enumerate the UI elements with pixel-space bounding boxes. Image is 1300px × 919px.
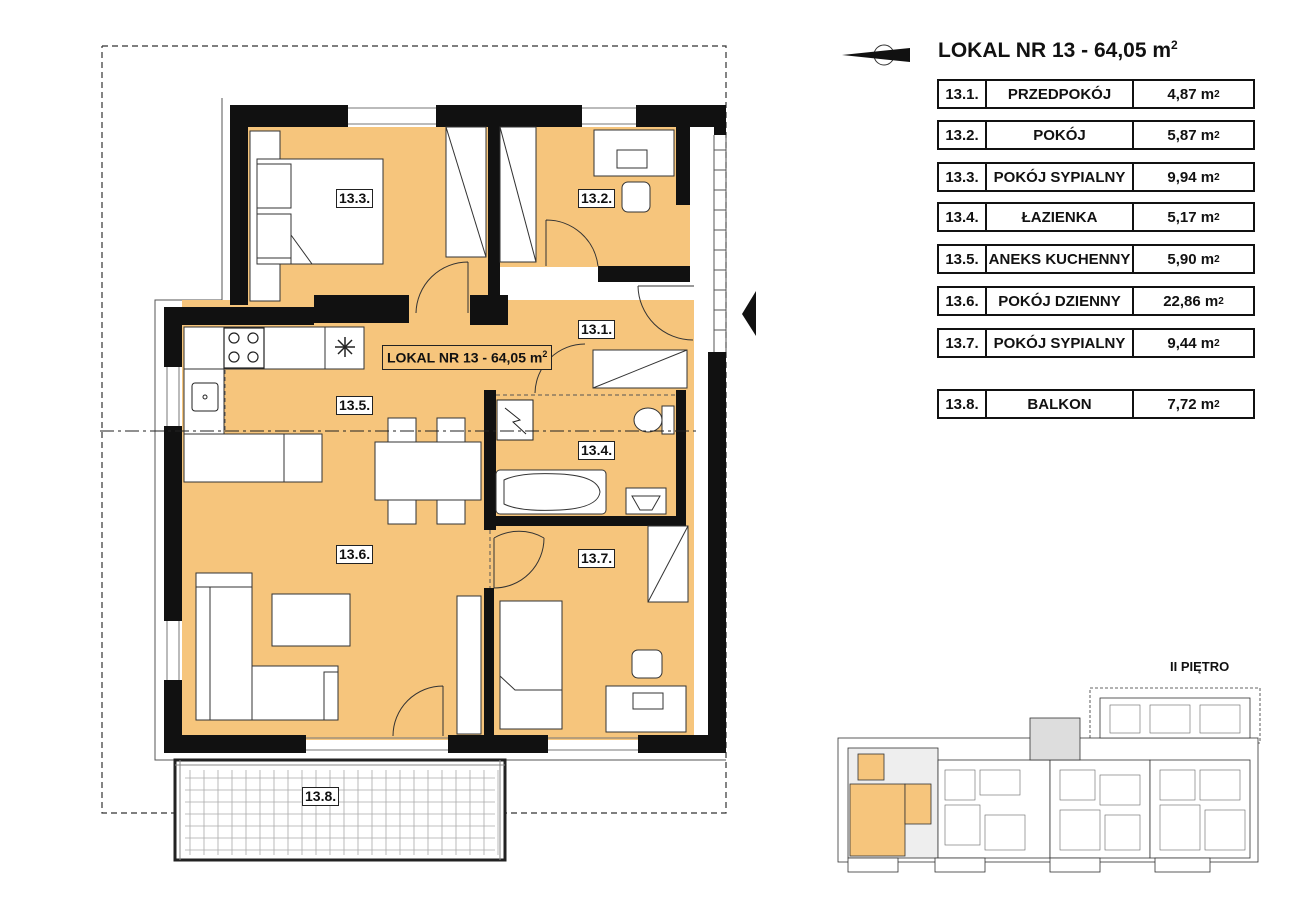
dining-table [374,417,482,525]
area-id: 13.2. [939,122,987,148]
stove-icon [223,327,265,369]
room-label-133: 13.3. [336,189,374,208]
area-name: ANEKS KUCHENNY [987,246,1134,272]
area-id: 13.8. [939,391,987,417]
area-name: POKÓJ SYPIALNY [987,164,1134,190]
floor-label: II PIĘTRO [1170,659,1230,674]
room-137-furniture [499,525,689,733]
tv-cabinet [456,595,482,735]
room-132-furniture [499,126,675,263]
area-id: 13.3. [939,164,987,190]
compass-arrow-icon [842,44,910,66]
area-name: POKÓJ [987,122,1134,148]
electrical-panel-icon [496,399,534,441]
sink-icon [191,382,219,412]
area-id: 13.7. [939,330,987,356]
hall-wardrobe [592,349,688,389]
right-facade-windows [713,135,727,352]
coffee-table [271,593,351,647]
area-id: 13.5. [939,246,987,272]
snowflake-icon [335,337,355,357]
bedroom-133-furniture [249,126,487,302]
area-name: BALKON [987,391,1134,417]
bathtub-icon [495,469,607,515]
room-label-131: 13.1. [578,320,616,339]
area-name: PRZEDPOKÓJ [987,81,1134,107]
kitchen-counter [183,326,365,483]
unit-title: LOKAL NR 13 - 64,05 m2 [938,38,1178,62]
area-id: 13.6. [939,288,987,314]
window-lines [166,107,638,751]
area-name: ŁAZIENKA [987,204,1134,230]
room-label-132: 13.2. [578,189,616,208]
room-label-136: 13.6. [336,545,374,564]
area-id: 13.1. [939,81,987,107]
unit-label: LOKAL NR 13 - 64,05 m2 [382,345,553,370]
area-name: POKÓJ DZIENNY [987,288,1134,314]
room-label-135: 13.5. [336,396,374,415]
entrance-marker [742,291,756,336]
room-label-138: 13.8. [302,787,340,806]
washbasin [625,487,667,515]
floor-minimap [837,687,1261,873]
area-name: POKÓJ SYPIALNY [987,330,1134,356]
toilet-icon [633,405,675,435]
sofa [195,572,339,721]
plot-boundary [101,45,727,814]
area-id: 13.4. [939,204,987,230]
room-label-137: 13.7. [578,549,616,568]
balcony [173,758,507,862]
room-label-134: 13.4. [578,441,616,460]
walls [164,105,726,753]
